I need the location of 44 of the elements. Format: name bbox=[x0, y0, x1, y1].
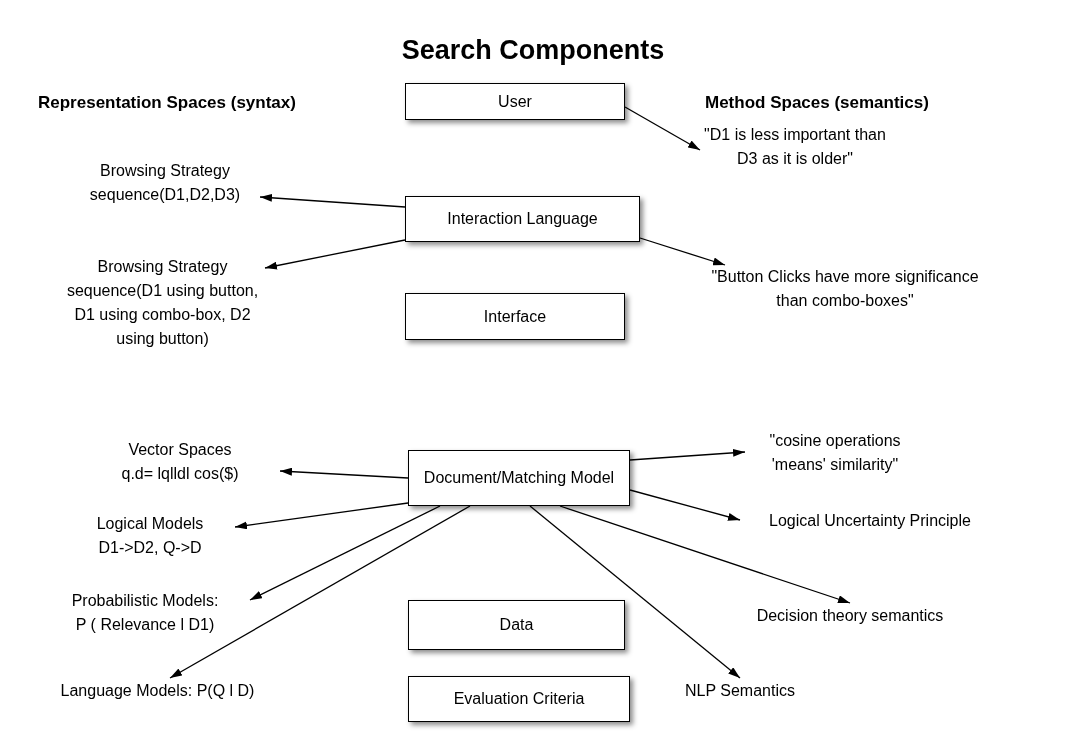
annotation-text: "D1 is less important than D3 as it is older" bbox=[703, 125, 887, 169]
arrow bbox=[234, 502, 409, 530]
arrow bbox=[559, 505, 851, 604]
section-heading: Method Spaces (semantics) bbox=[705, 92, 929, 114]
box-label: User bbox=[498, 91, 532, 112]
arrow bbox=[629, 448, 746, 461]
box-label: Interaction Language bbox=[447, 209, 598, 229]
annotation-text: Language Models: P(Q l D) bbox=[60, 681, 255, 701]
annotation-text: P ( Relevance l D1) bbox=[75, 615, 215, 635]
section-heading: Representation Spaces (syntax) bbox=[38, 92, 296, 114]
annotation-text: NLP Semantics bbox=[685, 681, 795, 701]
arrow bbox=[264, 239, 406, 270]
annotation-text: Vector Spaces bbox=[128, 440, 232, 460]
annotation-text: Logical Uncertainty Principle bbox=[769, 511, 971, 531]
process-box bbox=[405, 293, 625, 340]
arrow bbox=[629, 489, 741, 521]
arrow bbox=[279, 467, 409, 479]
process-box bbox=[408, 600, 625, 650]
annotation-text: Browsing Strategy bbox=[97, 256, 228, 277]
arrow bbox=[529, 505, 741, 679]
process-box bbox=[405, 196, 640, 242]
arrow bbox=[169, 505, 471, 679]
arrow bbox=[639, 237, 726, 266]
annotation-text: Logical Models bbox=[96, 514, 204, 534]
arrow bbox=[249, 505, 441, 601]
annotation-text: sequence(D1,D2,D3) bbox=[89, 185, 241, 205]
annotation-text: D1->D2, Q->D bbox=[98, 538, 202, 558]
annotation-text: q.d= lqlldl cos($) bbox=[121, 464, 239, 484]
process-box bbox=[408, 676, 630, 722]
box-label: Evaluation Criteria bbox=[453, 689, 585, 709]
process-box bbox=[408, 450, 630, 506]
annotation-text: "Button Clicks have more significance than combo-boxes" bbox=[710, 267, 980, 311]
arrow bbox=[624, 106, 701, 151]
annotation-text: "cosine operations 'means' similarity" bbox=[768, 430, 902, 475]
annotation-text: Decision theory semantics bbox=[756, 606, 944, 626]
box-label: Data bbox=[499, 615, 534, 635]
title: Search Components bbox=[400, 34, 666, 67]
annotation-text: sequence(D1 using button, D1 using combo-box, D2 using button) bbox=[65, 280, 260, 349]
box-label: Interface bbox=[483, 306, 547, 327]
box-label: Document/Matching Model bbox=[423, 468, 615, 488]
arrow bbox=[259, 193, 406, 208]
process-box bbox=[405, 83, 625, 120]
annotation-text: Probabilistic Models: bbox=[71, 591, 219, 611]
annotation-text: Browsing Strategy bbox=[100, 161, 230, 181]
